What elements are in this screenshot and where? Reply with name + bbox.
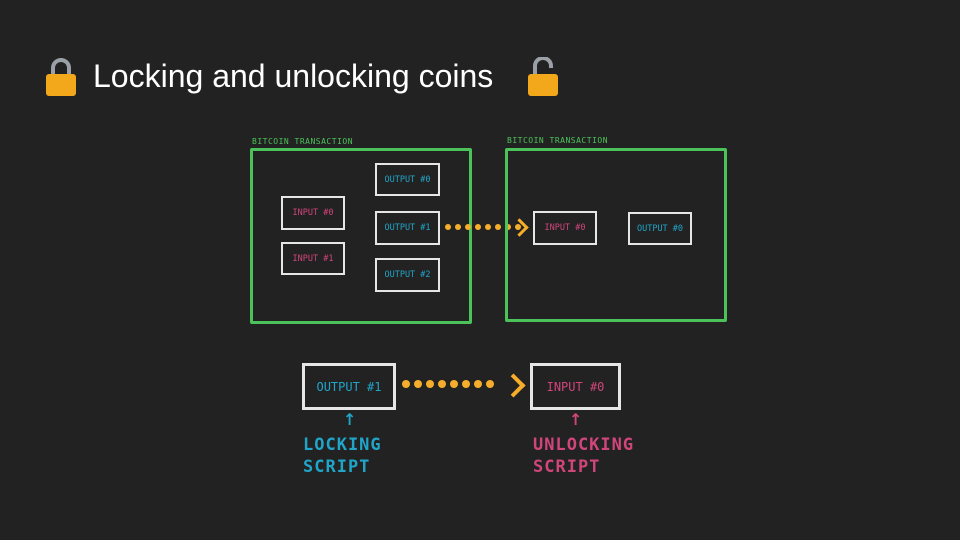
output-box: OUTPUT #0 xyxy=(628,212,692,245)
unlocked-padlock-icon xyxy=(528,57,558,96)
spend-arrow-dots xyxy=(445,224,521,230)
output-box: OUTPUT #0 xyxy=(375,163,440,196)
label-line: UNLOCKING xyxy=(533,435,635,455)
detail-input-box: INPUT #0 xyxy=(530,363,621,410)
output-box: OUTPUT #2 xyxy=(375,258,440,292)
detail-output-box: OUTPUT #1 xyxy=(302,363,396,410)
up-arrow-icon: ↑ xyxy=(569,410,583,429)
up-arrow-icon: ↑ xyxy=(343,410,357,429)
input-box: INPUT #1 xyxy=(281,242,345,275)
input-box: INPUT #0 xyxy=(533,211,597,245)
label-line: SCRIPT xyxy=(533,457,601,477)
slide-title: Locking and unlocking coins xyxy=(93,58,494,94)
bitcoin-transaction-1 xyxy=(250,148,472,324)
locking-script-label: LOCKING SCRIPT xyxy=(303,434,382,478)
locked-padlock-icon xyxy=(46,58,76,96)
transaction-label: BITCOIN TRANSACTION xyxy=(507,136,609,145)
arrow-head-icon xyxy=(501,373,526,398)
bitcoin-transaction-2 xyxy=(505,148,727,322)
detail-arrow-dots xyxy=(402,380,494,388)
output-box: OUTPUT #1 xyxy=(375,211,440,245)
label-line: SCRIPT xyxy=(303,457,371,477)
input-box: INPUT #0 xyxy=(281,196,345,230)
label-line: LOCKING xyxy=(303,435,382,455)
unlocking-script-label: UNLOCKING SCRIPT xyxy=(533,434,634,478)
transaction-label: BITCOIN TRANSACTION xyxy=(252,137,354,146)
